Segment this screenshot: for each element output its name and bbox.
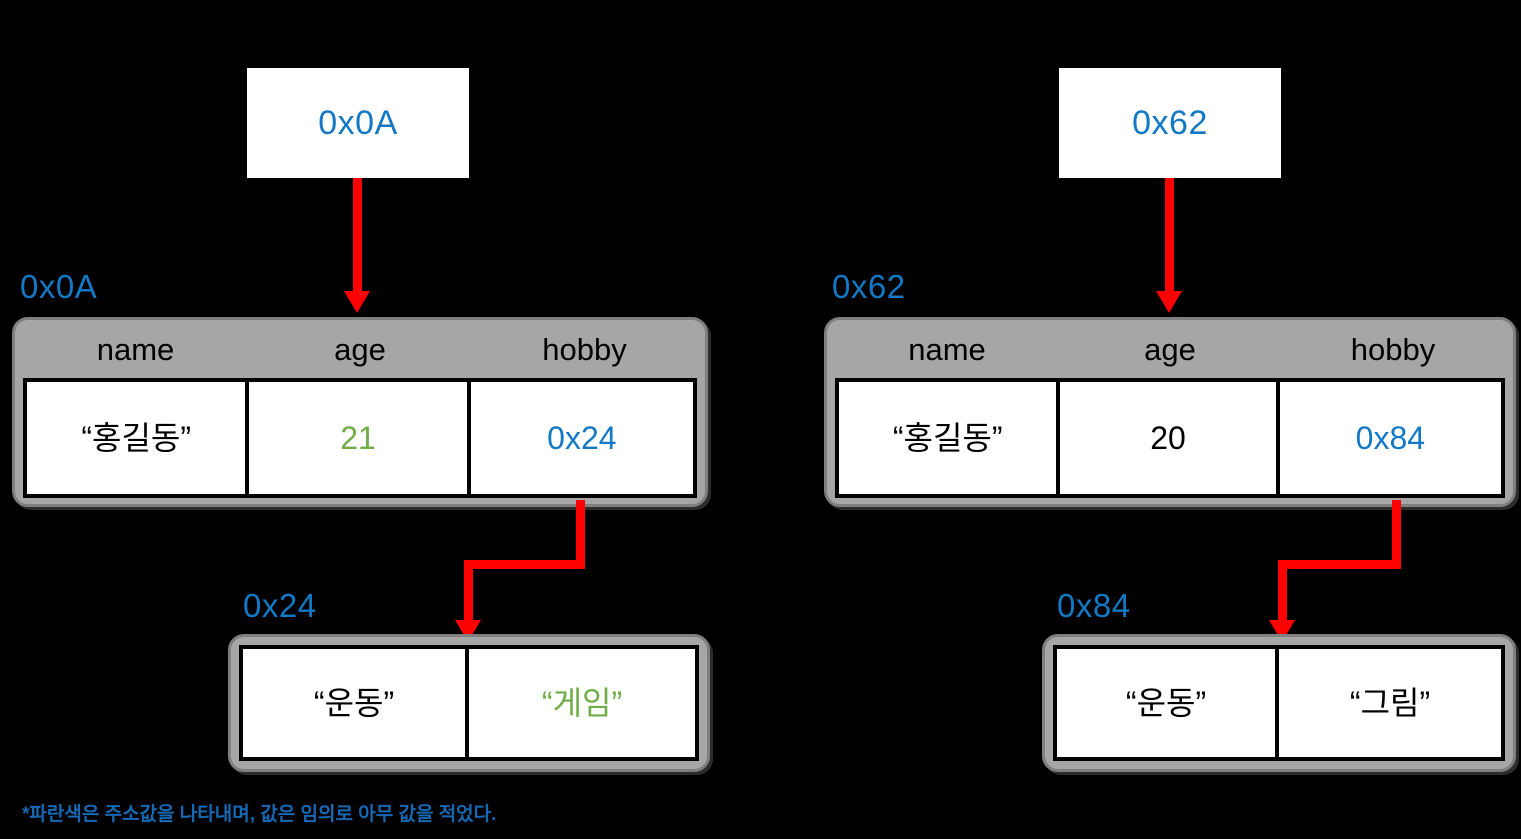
left-pointer-box: 0x0A bbox=[247, 68, 469, 178]
left-hobby-array-block: “운동” “게임” bbox=[228, 634, 710, 772]
right-array-cell-1: “그림” bbox=[1279, 649, 1501, 757]
left-struct-header-age: age bbox=[334, 331, 386, 367]
right-pointer-arrow-head bbox=[1156, 291, 1182, 313]
left-array-cell-1: “게임” bbox=[469, 649, 695, 757]
right-hobby-connector-horizontal bbox=[1278, 560, 1401, 569]
right-struct-header-age: age bbox=[1144, 331, 1196, 367]
left-struct-cell-name: “홍길동” bbox=[27, 382, 250, 494]
right-struct-cell-name: “홍길동” bbox=[839, 382, 1061, 494]
right-struct-address-label: 0x62 bbox=[832, 268, 906, 305]
left-pointer-arrow-head bbox=[344, 291, 370, 313]
right-struct-header-row: name age hobby bbox=[827, 320, 1513, 378]
left-struct-cell-age: 21 bbox=[249, 382, 471, 494]
left-array-cell-0: “운동” bbox=[243, 649, 470, 757]
left-struct-header-row: name age hobby bbox=[15, 320, 705, 378]
left-struct-value-row: “홍길동” 21 0x24 bbox=[23, 378, 697, 498]
right-hobby-connector-drop bbox=[1278, 560, 1287, 623]
left-hobby-connector-vertical bbox=[576, 500, 585, 568]
left-array-value-row: “운동” “게임” bbox=[239, 645, 699, 761]
left-hobby-connector-drop bbox=[464, 560, 473, 623]
right-struct-value-row: “홍길동” 20 0x84 bbox=[835, 378, 1505, 498]
right-hobby-array-block: “운동” “그림” bbox=[1042, 634, 1516, 772]
left-struct-cell-hobby: 0x24 bbox=[470, 382, 693, 494]
right-pointer-box: 0x62 bbox=[1059, 68, 1281, 178]
left-array-address-label: 0x24 bbox=[243, 587, 317, 624]
left-struct-address-label: 0x0A bbox=[20, 268, 98, 305]
right-struct-cell-age: 20 bbox=[1060, 382, 1280, 494]
left-struct-header-hobby: hobby bbox=[542, 331, 627, 367]
right-pointer-value: 0x62 bbox=[1132, 104, 1208, 142]
right-struct-block: name age hobby “홍길동” 20 0x84 bbox=[824, 317, 1516, 507]
right-array-value-row: “운동” “그림” bbox=[1053, 645, 1505, 761]
right-array-cell-0: “운동” bbox=[1057, 649, 1280, 757]
footnote-text: *파란색은 주소값을 나타내며, 값은 임의로 아무 값을 적었다. bbox=[22, 804, 497, 825]
left-pointer-arrow-shaft bbox=[353, 178, 362, 293]
right-struct-cell-hobby: 0x84 bbox=[1279, 382, 1501, 494]
left-struct-block: name age hobby “홍길동” 21 0x24 bbox=[12, 317, 708, 507]
left-hobby-connector-horizontal bbox=[464, 560, 585, 569]
right-struct-header-hobby: hobby bbox=[1350, 331, 1436, 367]
left-pointer-value: 0x0A bbox=[318, 104, 398, 142]
right-hobby-connector-vertical bbox=[1392, 500, 1401, 568]
right-struct-header-name: name bbox=[908, 331, 986, 367]
right-array-address-label: 0x84 bbox=[1057, 587, 1131, 624]
right-pointer-arrow-shaft bbox=[1165, 178, 1174, 293]
left-struct-header-name: name bbox=[96, 331, 175, 367]
